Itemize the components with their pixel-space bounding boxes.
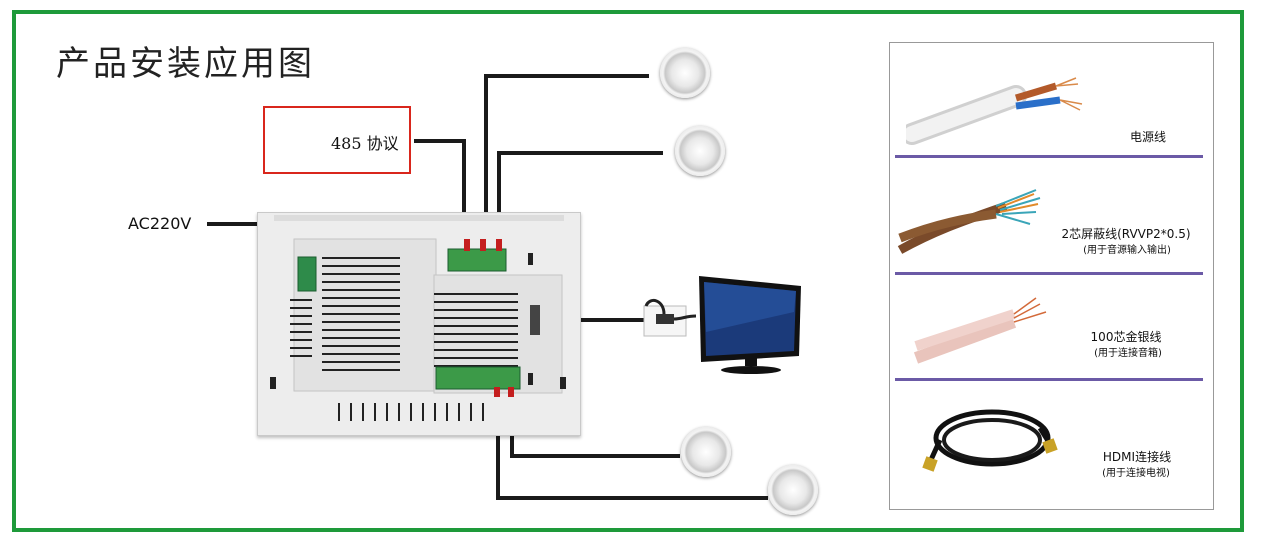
power-label: AC220V <box>128 214 192 233</box>
hdmi-wire <box>540 318 645 322</box>
cable-name-hdmi: HDMI连接线 <box>1102 450 1172 464</box>
cable-name-shielded: 2芯屏蔽线(RVVP2*0.5) <box>1061 227 1191 241</box>
legend-separator <box>895 272 1203 275</box>
cable-name-speaker-wire: 100芯金银线 <box>1090 330 1162 344</box>
protocol-label-box: 485 协议 <box>263 106 411 174</box>
diagram-title: 产品安装应用图 <box>56 44 315 84</box>
hdmi-wall-plate-icon <box>640 292 700 342</box>
cable-note-speaker-wire: (用于连接音箱) <box>1094 348 1162 359</box>
speaker-2-wire-drop <box>497 151 501 242</box>
power-cable-icon <box>901 68 1086 150</box>
power-wire <box>207 222 304 226</box>
control-panel-back-icon <box>270 215 566 421</box>
speaker-wire-icon <box>910 292 1060 370</box>
control-panel <box>257 212 581 436</box>
speaker-4-wire <box>496 496 768 500</box>
hdmi-cable-icon <box>920 398 1060 480</box>
protocol-label: 485 协议 <box>331 134 399 153</box>
cable-name-power: 电源线 <box>1129 130 1166 144</box>
ceiling-speaker-icon <box>675 126 725 176</box>
protocol-wire <box>414 139 466 143</box>
ceiling-speaker-icon <box>681 427 731 477</box>
cable-note-shielded: (用于音源输入输出) <box>1083 245 1171 256</box>
tv-icon <box>695 272 807 376</box>
speaker-2-wire <box>497 151 663 155</box>
ceiling-speaker-icon <box>660 48 710 98</box>
speaker-3-wire <box>510 454 680 458</box>
ceiling-speaker-icon <box>768 465 818 515</box>
protocol-wire-drop <box>462 139 466 242</box>
cable-legend-panel <box>889 42 1214 510</box>
shielded-cable-icon <box>896 180 1046 260</box>
cable-note-hdmi: (用于连接电视) <box>1102 468 1170 479</box>
legend-separator <box>895 378 1203 381</box>
speaker-1-wire <box>484 74 649 78</box>
diagram-border <box>12 10 1244 532</box>
legend-separator <box>895 155 1203 158</box>
speaker-4-wire-drop <box>496 395 500 500</box>
speaker-1-wire-drop <box>484 74 488 242</box>
